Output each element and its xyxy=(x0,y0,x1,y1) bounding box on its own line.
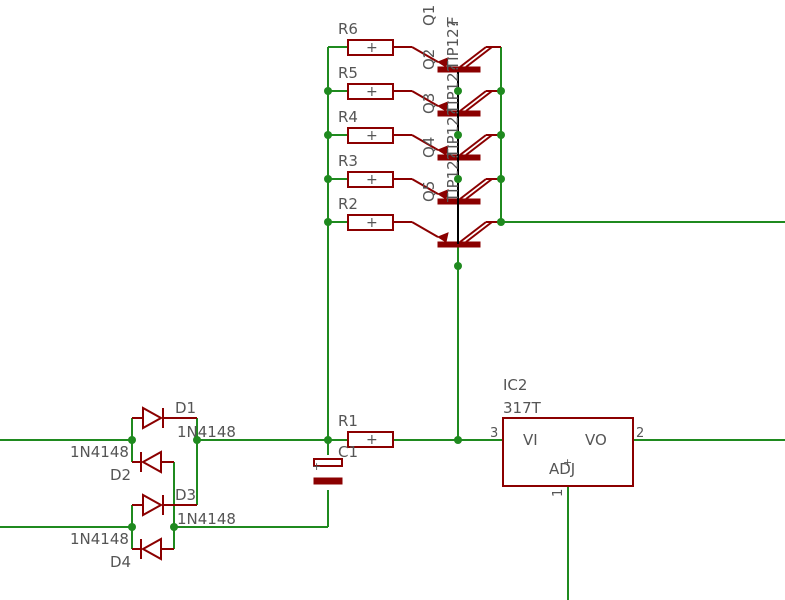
q1-value-fragment: F xyxy=(444,16,462,25)
junction-dot xyxy=(497,175,505,183)
ic2-pin-adj-label: ADJ xyxy=(549,460,575,478)
ic2-pin2-label: 2 xyxy=(636,426,644,441)
junction-dot xyxy=(128,523,136,531)
r4-mark: + xyxy=(366,128,378,144)
q1-value-label: TIP12? xyxy=(444,20,462,71)
q2-value-label: TIP12? xyxy=(444,64,462,115)
r5-mark: + xyxy=(366,84,378,100)
ic2-value-label: 317T xyxy=(503,399,542,417)
junction-dot xyxy=(324,436,332,444)
resistor-r5: + R5 xyxy=(338,64,439,107)
resistor-r4: + R4 xyxy=(338,108,439,151)
q4-value-label: TIP12? xyxy=(444,152,462,203)
ic2-center-mark: + xyxy=(563,456,572,469)
c1-mark: + xyxy=(312,460,321,473)
transistor-q5 xyxy=(436,221,501,248)
resistor-r3: + R3 xyxy=(338,152,439,195)
r4-label: R4 xyxy=(338,108,358,126)
r5-label: R5 xyxy=(338,64,358,82)
d3-value-label: 1N4148 xyxy=(177,510,236,528)
junction-dot xyxy=(497,87,505,95)
junction-dot xyxy=(324,87,332,95)
junction-dot xyxy=(170,523,178,531)
r6-label: R6 xyxy=(338,20,358,38)
r3-label: R3 xyxy=(338,152,358,170)
d2-label: D2 xyxy=(110,466,131,484)
junction-dot xyxy=(324,175,332,183)
junctions xyxy=(128,87,505,531)
transistor-q1 xyxy=(436,46,501,73)
resistor-r6: + R6 xyxy=(338,20,439,63)
ic2-pin1-label: 1 xyxy=(551,489,566,497)
d2-value-label: 1N4148 xyxy=(70,443,129,461)
ic2-pin-vi-label: VI xyxy=(523,431,538,449)
r6-mark: + xyxy=(366,40,378,56)
c1-label: C1 xyxy=(338,443,358,461)
r2-label: R2 xyxy=(338,195,358,213)
junction-dot xyxy=(324,131,332,139)
q4-label: Q4 xyxy=(420,137,438,158)
junction-dot xyxy=(454,131,462,139)
capacitor-c1: + C1 xyxy=(312,443,358,485)
d4-value-label: 1N4148 xyxy=(70,530,129,548)
junction-dot xyxy=(193,436,201,444)
q2-label: Q2 xyxy=(420,49,438,70)
q1-label: Q1 xyxy=(420,5,438,26)
diode-d1: D1 1N4148 xyxy=(132,399,236,441)
d3-label: D3 xyxy=(175,486,196,504)
junction-dot xyxy=(454,436,462,444)
resistor-r1: + R1 xyxy=(338,412,394,448)
d1-label: D1 xyxy=(175,399,196,417)
ic2-pin3-label: 3 xyxy=(490,426,498,441)
r2-mark: + xyxy=(366,215,378,231)
q3-label: Q3 xyxy=(420,93,438,114)
resistor-r2: + R2 xyxy=(338,195,439,238)
q5-label: Q5 xyxy=(420,181,438,202)
r3-mark: + xyxy=(366,172,378,188)
junction-dot xyxy=(128,436,136,444)
junction-dot xyxy=(454,87,462,95)
ic2-label: IC2 xyxy=(503,376,527,394)
r1-mark: + xyxy=(366,432,378,448)
r1-label: R1 xyxy=(338,412,358,430)
junction-dot xyxy=(324,218,332,226)
regulator-ic2: IC2 317T VI VO ADJ + 3 2 1 xyxy=(490,376,644,497)
junction-dot xyxy=(454,175,462,183)
transistor-labels: Q1 TIP12? F Q2 TIP12? Q3 TIP12? Q4 TIP12… xyxy=(420,5,462,203)
diode-d4: 1N4148 D4 xyxy=(70,530,174,571)
diode-d3: D3 1N4148 xyxy=(132,486,236,528)
junction-dot xyxy=(497,131,505,139)
q3-value-label: TIP12? xyxy=(444,108,462,159)
d1-value-label: 1N4148 xyxy=(177,423,236,441)
junction-dot xyxy=(497,218,505,226)
ic2-pin-vo-label: VO xyxy=(585,431,607,449)
diode-d2: 1N4148 D2 xyxy=(70,443,174,484)
junction-dot xyxy=(454,262,462,270)
d4-label: D4 xyxy=(110,553,131,571)
